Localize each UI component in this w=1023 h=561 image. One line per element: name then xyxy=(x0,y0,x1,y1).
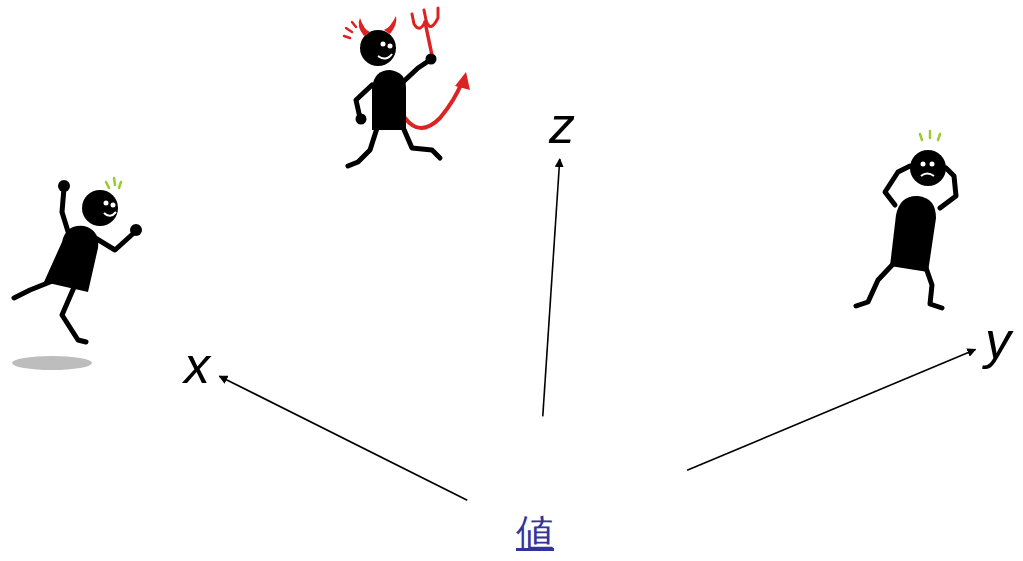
figure-body xyxy=(890,196,936,272)
devil-eye xyxy=(388,44,393,49)
figure-eye xyxy=(111,203,116,208)
figure-eye xyxy=(930,162,935,167)
value-label: 値 xyxy=(512,511,558,557)
devil-body xyxy=(372,70,406,130)
devil-hand xyxy=(356,114,367,125)
devil-tail xyxy=(405,82,462,128)
variable-label: y xyxy=(981,312,1015,368)
figure-legs xyxy=(856,262,942,308)
devil-eye xyxy=(381,42,386,47)
devil-marks xyxy=(344,22,356,38)
arrow-connector xyxy=(687,349,975,470)
devil-head xyxy=(360,30,396,66)
value-label-text: 値 xyxy=(516,513,554,555)
devil-figure xyxy=(344,8,470,166)
variable-label: x xyxy=(180,337,214,393)
devil-legs xyxy=(348,125,440,166)
figure-hand xyxy=(58,180,70,192)
figure-mouth xyxy=(104,212,116,216)
devil-mouth xyxy=(378,54,392,59)
arrow-connector xyxy=(219,376,467,500)
devil-horns xyxy=(359,16,397,36)
figure-eye xyxy=(921,162,926,167)
variable-label-text: x xyxy=(184,339,210,391)
figure-body xyxy=(44,226,98,292)
worried-figure xyxy=(856,131,956,308)
jumping-figure xyxy=(12,178,142,370)
arrow-connector xyxy=(543,159,560,416)
excitement-marks xyxy=(106,178,121,188)
trident-head xyxy=(412,8,438,28)
devil-hand xyxy=(426,54,437,65)
variable-label-text: z xyxy=(549,99,575,151)
devil-tail-tip xyxy=(455,72,470,90)
figure-head xyxy=(82,190,118,226)
figure-hand xyxy=(130,224,142,236)
variable-label-text: y xyxy=(985,314,1011,366)
shadow xyxy=(12,356,92,370)
worry-marks xyxy=(920,131,940,140)
figure-eye xyxy=(104,201,109,206)
figure-mouth xyxy=(921,174,934,177)
figure-head xyxy=(910,150,946,186)
variable-label: z xyxy=(545,97,579,153)
figure-legs xyxy=(14,280,86,342)
